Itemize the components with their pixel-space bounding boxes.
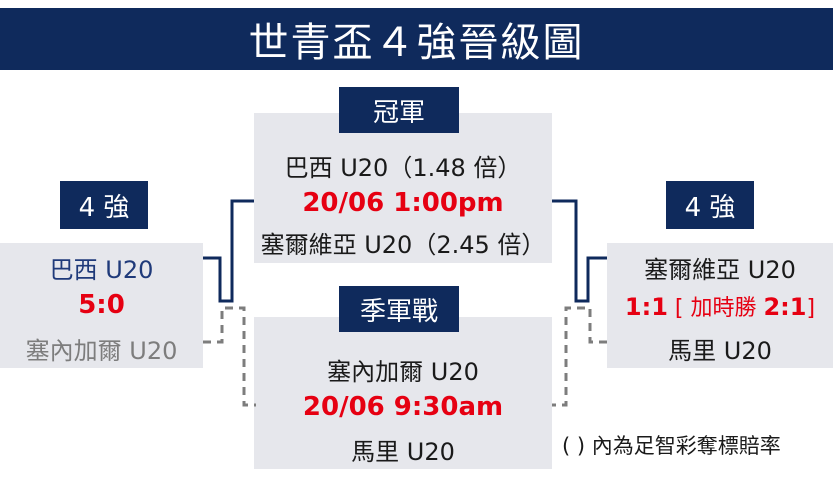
- left-loser-line: [203, 306, 256, 407]
- right-extra-suffix: ]: [806, 296, 816, 321]
- page-title: 世青盃４強晉級圖: [248, 20, 585, 66]
- right-semifinal-panel: [607, 243, 833, 368]
- third-place-tag: 季軍戰: [339, 286, 459, 332]
- title-banner: 世青盃４強晉級圖: [0, 8, 833, 70]
- left-winner-line: [203, 199, 254, 303]
- left-semifinal-panel: [0, 243, 203, 368]
- final-team2: 塞爾維亞 U20（2.45 倍）: [260, 231, 546, 259]
- right-winner-line: [552, 199, 607, 303]
- third-place-team2: 馬里 U20: [351, 438, 455, 466]
- left-semifinal-tag: 4 強: [60, 181, 148, 229]
- right-extra-prefix: [ 加時勝: [674, 296, 764, 321]
- third-place-datetime: 20/06 9:30am: [302, 392, 504, 422]
- third-place-panel: [254, 317, 552, 469]
- left-score: 5:0: [78, 290, 125, 320]
- right-loser-team: 馬里 U20: [668, 337, 772, 365]
- right-extra-score: 2:1: [763, 293, 807, 321]
- final-panel: [254, 113, 552, 263]
- left-winner-team: 巴西 U20: [49, 256, 154, 284]
- right-loser-line: [552, 306, 607, 407]
- right-score: 1:1: [624, 293, 668, 321]
- third-place-team1: 塞內加爾 U20: [327, 358, 479, 386]
- right-semifinal-tag: 4 強: [666, 181, 754, 229]
- right-score-row: 1:1 [ 加時勝 2:1]: [607, 290, 833, 322]
- final-team1: 巴西 U20（1.48 倍）: [284, 154, 522, 182]
- final-datetime: 20/06 1:00pm: [302, 188, 504, 218]
- odds-footnote: ( ) 內為足智彩奪標賠率: [562, 434, 781, 458]
- final-tag: 冠軍: [339, 87, 459, 133]
- right-winner-team: 塞爾維亞 U20: [644, 256, 796, 284]
- left-loser-team: 塞內加爾 U20: [25, 337, 178, 365]
